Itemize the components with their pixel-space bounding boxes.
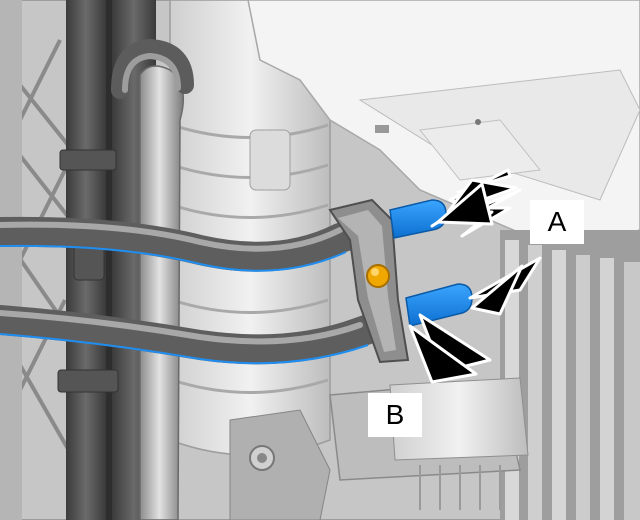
clamp-bolt [366, 264, 390, 288]
arrow-icon-b [408, 256, 542, 384]
callout-label-b: B [368, 393, 422, 437]
vertical-pipe [139, 65, 185, 520]
upper-hose-edge [0, 244, 347, 272]
pipe-bend-dark [111, 38, 194, 99]
cover-tab [375, 125, 389, 133]
lower-port-center [257, 453, 267, 463]
lower-hose [0, 305, 395, 365]
arrow-icon-a-heads [436, 178, 518, 226]
housing-boss [249, 129, 291, 191]
lower-grille [419, 465, 501, 510]
upper-hose [0, 216, 375, 272]
left-edge-panel [0, 0, 22, 520]
cover-rivet [475, 119, 481, 125]
lower-bracket [229, 409, 331, 520]
callout-label-a: A [530, 200, 584, 244]
upper-hose-highlight [0, 221, 343, 252]
lower-hose-edge [0, 333, 369, 365]
frame-gap [106, 0, 112, 520]
lower-hose-highlight [0, 310, 363, 345]
pipe-bend-highlight [122, 52, 181, 93]
clamp-bolt-highlight [371, 268, 379, 276]
cover-panel-recess [419, 119, 541, 181]
hose-clamp-face [338, 210, 396, 352]
housing-ribs [171, 123, 329, 394]
